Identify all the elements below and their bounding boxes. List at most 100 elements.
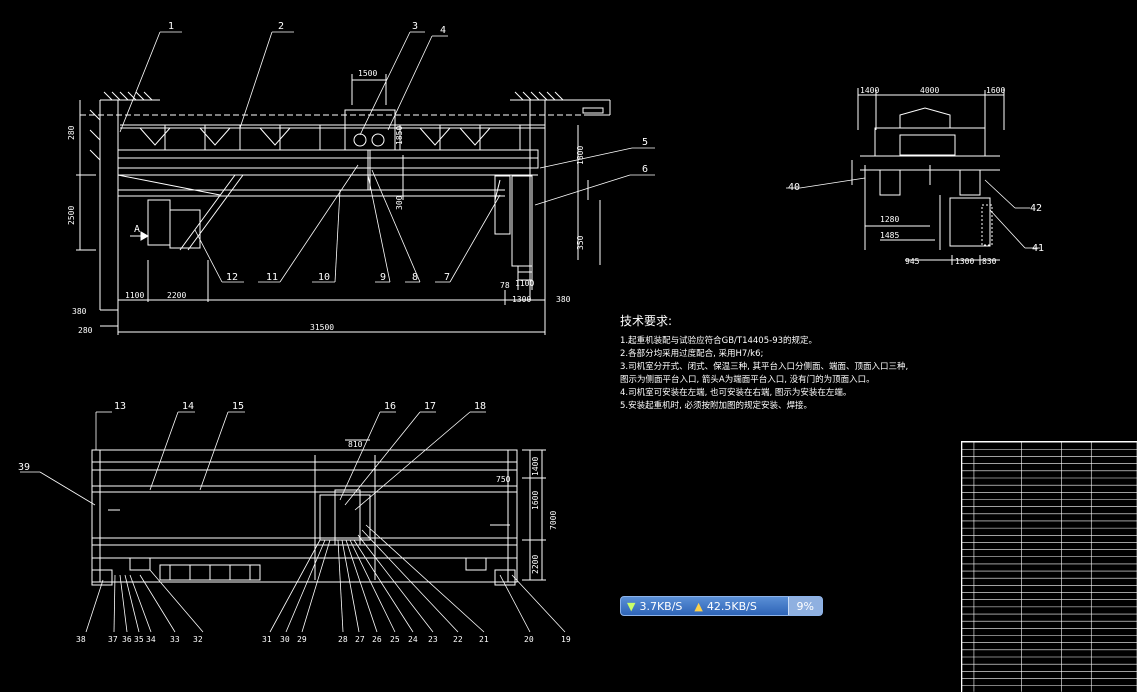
- leader-8: 8: [412, 272, 418, 283]
- dim-plan-1600: 1600: [531, 491, 540, 510]
- technical-requirements: 技术要求: 1.起重机装配与试验应符合GB/T14405-93的规定。 2.各部…: [620, 312, 908, 413]
- dim-78: 78: [500, 281, 510, 290]
- dim-350: 350: [576, 235, 585, 250]
- dim-plan-810: 810: [348, 440, 363, 449]
- down-arrow-icon: ▼: [627, 599, 636, 613]
- leader-40: 40: [788, 182, 800, 193]
- notes-line-1: 1.起重机装配与试验应符合GB/T14405-93的规定。: [620, 336, 818, 346]
- side-view: [851, 88, 1005, 265]
- dim-280-left: 280: [78, 326, 93, 335]
- leader-33: 33: [170, 635, 180, 644]
- dim-side-1485: 1485: [880, 231, 899, 240]
- dim-plan-1400: 1400: [531, 457, 540, 476]
- leader-42: 42: [1030, 203, 1042, 214]
- bill-of-materials-table: [961, 441, 1137, 692]
- usage-percent: 9%: [787, 597, 822, 615]
- leader-36: 36: [122, 635, 132, 644]
- notes-line-4: 图示为侧面平台入口, 箭头A为端面平台入口, 没有门的为顶面入口。: [620, 375, 875, 385]
- leader-22: 22: [453, 635, 463, 644]
- dim-2500: 2500: [67, 206, 76, 225]
- leader-26: 26: [372, 635, 382, 644]
- leader-2: 2: [278, 21, 284, 32]
- leader-10: 10: [318, 272, 330, 283]
- side-leader-lines: [786, 177, 1040, 249]
- dim-side-1600: 1600: [986, 86, 1005, 95]
- dim-1100-right: 1100: [515, 279, 534, 288]
- leader-11: 11: [266, 272, 278, 283]
- plan-leader-lines: [20, 411, 566, 633]
- top-leader-numbers: 1 2 3 4 5 6 7 8 9 10 11 12: [168, 21, 648, 283]
- dim-380-right: 380: [556, 295, 571, 304]
- front-elevation-view: [76, 74, 611, 335]
- leader-4: 4: [440, 25, 446, 36]
- notes-line-6: 5.安装起重机时, 必须按附加图的规定安装、焊接。: [620, 401, 813, 411]
- dim-1300: 1300: [512, 295, 531, 304]
- leader-20: 20: [524, 635, 534, 644]
- plan-dimension-texts: 7000 1400 1600 2200 810 750: [348, 440, 558, 574]
- leader-28: 28: [338, 635, 348, 644]
- dim-1800: 1800: [576, 146, 585, 165]
- leader-41: 41: [1032, 243, 1044, 254]
- notes-line-3: 3.司机室分开式、闭式、保温三种, 其平台入口分侧面、端面、顶面入口三种,: [620, 362, 909, 372]
- leader-29: 29: [297, 635, 307, 644]
- leader-5: 5: [642, 137, 648, 148]
- dim-plan-2200: 2200: [531, 555, 540, 574]
- dim-side-1300: 1300: [955, 257, 974, 266]
- dim-280-vert: 280: [67, 125, 76, 140]
- leader-13: 13: [114, 401, 126, 412]
- upload-speed: ▲ 42.5KB/S: [688, 600, 762, 613]
- leader-18: 18: [474, 401, 486, 412]
- notes-line-2: 2.各部分均采用过度配合, 采用H7/k6;: [620, 349, 764, 359]
- leader-9: 9: [380, 272, 386, 283]
- plan-leader-numbers: 13 14 15 16 17 18 39 38 37 36 35 34 33 3…: [18, 401, 571, 644]
- leader-32: 32: [193, 635, 203, 644]
- leader-1: 1: [168, 21, 174, 32]
- dim-side-945: 945: [905, 257, 920, 266]
- plan-view: [91, 439, 546, 586]
- notes-title: 技术要求:: [620, 314, 673, 328]
- dim-span: 31500: [310, 323, 334, 332]
- dim-300: 300: [395, 195, 404, 210]
- leader-34: 34: [146, 635, 156, 644]
- dim-1500: 1500: [358, 69, 377, 78]
- dim-1100: 1100: [125, 291, 144, 300]
- download-speed-value: 3.7KB/S: [639, 599, 683, 613]
- leader-37: 37: [108, 635, 118, 644]
- leader-12: 12: [226, 272, 238, 283]
- top-dimension-texts: 31500 1100 2200 1500 380 280 380 1300 78…: [67, 69, 585, 335]
- leader-7: 7: [444, 272, 450, 283]
- leader-21: 21: [479, 635, 489, 644]
- leader-25: 25: [390, 635, 400, 644]
- top-leader-lines: [119, 31, 655, 283]
- leader-35: 35: [134, 635, 144, 644]
- leader-27: 27: [355, 635, 365, 644]
- leader-6: 6: [642, 164, 648, 175]
- leader-15: 15: [232, 401, 244, 412]
- dim-side-1400: 1400: [860, 86, 879, 95]
- dim-side-4000: 4000: [920, 86, 939, 95]
- download-speed: ▼ 3.7KB/S: [621, 600, 688, 613]
- leader-16: 16: [384, 401, 396, 412]
- leader-30: 30: [280, 635, 290, 644]
- leader-19: 19: [561, 635, 571, 644]
- dim-plan-7000: 7000: [549, 511, 558, 530]
- leader-39: 39: [18, 462, 30, 473]
- dim-380-left: 380: [72, 307, 87, 316]
- side-texts: 40 41 42 1400 4000 1600 1280 1485 945 13…: [788, 86, 1044, 266]
- dim-plan-750: 750: [496, 475, 511, 484]
- right-column-hatch: [510, 91, 570, 300]
- leader-23: 23: [428, 635, 438, 644]
- leader-24: 24: [408, 635, 418, 644]
- dim-2200: 2200: [167, 291, 186, 300]
- network-speed-widget[interactable]: ▼ 3.7KB/S ▲ 42.5KB/S 9%: [620, 596, 823, 616]
- dim-1850: 1850: [395, 126, 404, 145]
- dim-side-1280: 1280: [880, 215, 899, 224]
- leader-17: 17: [424, 401, 436, 412]
- dim-side-830: 830: [982, 257, 997, 266]
- leader-31: 31: [262, 635, 272, 644]
- upload-speed-value: 42.5KB/S: [706, 599, 757, 613]
- view-a-label: A: [134, 224, 140, 235]
- up-arrow-icon: ▲: [694, 599, 703, 613]
- notes-line-5: 4.司机室可安装在左端, 也可安装在右端, 图示为安装在左端。: [620, 388, 852, 398]
- leader-14: 14: [182, 401, 194, 412]
